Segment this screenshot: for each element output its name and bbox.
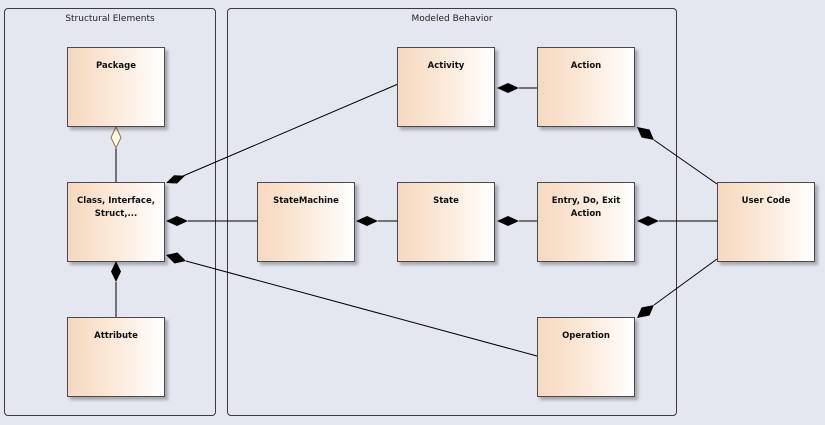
connector-statemachine-class[interactable]: [166, 216, 257, 226]
connector-activity-class[interactable]: [166, 83, 399, 184]
connector-package-class[interactable]: [110, 125, 122, 182]
state-node[interactable]: State: [397, 182, 495, 262]
action-label: Action: [570, 61, 602, 71]
class-label: Class, Interface, Struct,...: [77, 196, 155, 219]
action-node[interactable]: Action: [537, 47, 635, 127]
activity-label: Activity: [427, 61, 465, 71]
activity-node[interactable]: Activity: [397, 47, 495, 127]
statemachine-node[interactable]: StateMachine: [257, 182, 355, 262]
connector-operation-class[interactable]: [166, 252, 538, 357]
connector-action-activity[interactable]: [497, 83, 537, 93]
connector-entryaction-state[interactable]: [497, 216, 537, 226]
class-node[interactable]: Class, Interface, Struct,...: [67, 182, 165, 262]
attribute-label: Attribute: [94, 331, 138, 341]
operation-label: Operation: [562, 331, 610, 341]
connector-usercode-operation[interactable]: [637, 258, 718, 318]
structural-elements-frame: Structural Elements: [4, 8, 216, 416]
package-label: Package: [95, 61, 136, 71]
modeled-behavior-frame: Modeled Behavior: [227, 8, 677, 416]
connector-usercode-action[interactable]: [637, 127, 718, 185]
structural-elements-title: Structural Elements: [65, 14, 155, 24]
state-label: State: [433, 196, 459, 206]
entry-do-exit-action-node[interactable]: Entry, Do, Exit Action: [537, 182, 635, 262]
connector-usercode-entryaction[interactable]: [637, 216, 717, 226]
statemachine-label: StateMachine: [273, 196, 339, 206]
connector-attribute-class[interactable]: [111, 261, 121, 317]
operation-node[interactable]: Operation: [537, 317, 635, 397]
modeled-behavior-title: Modeled Behavior: [411, 14, 493, 24]
connector-state-statemachine[interactable]: [356, 216, 397, 226]
user-code-node[interactable]: User Code: [717, 182, 815, 262]
attribute-node[interactable]: Attribute: [67, 317, 165, 397]
user-code-label: User Code: [741, 196, 791, 206]
entry-do-exit-action-label: Entry, Do, Exit Action: [551, 196, 621, 219]
package-node[interactable]: Package: [67, 47, 165, 127]
